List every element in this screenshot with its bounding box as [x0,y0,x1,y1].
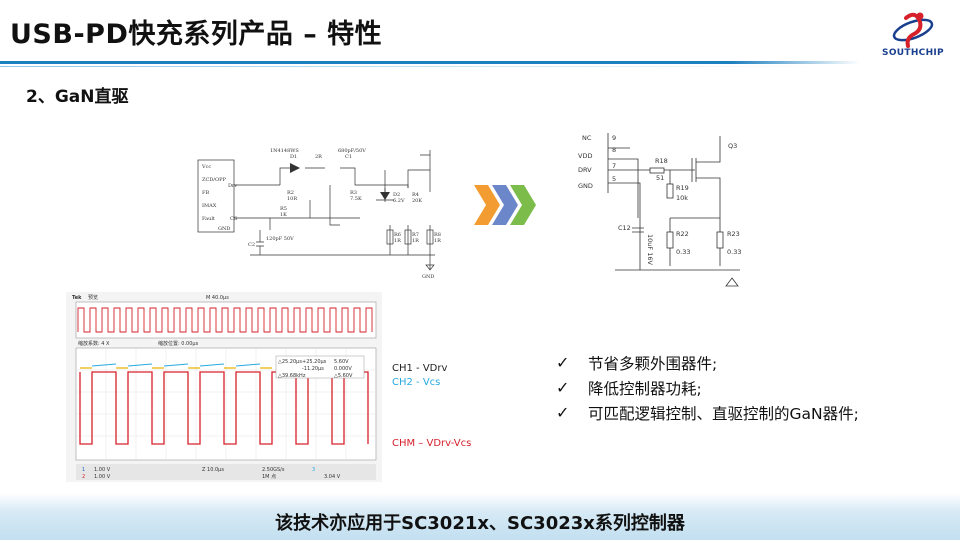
scope-sample-rate: 2.50GS/s [262,467,285,473]
label: 120pF 50V [266,236,294,242]
scope-cursor-top: M 40.0µs [206,295,229,301]
pin-name: DRV [578,166,592,174]
check-icon: ✓ [556,378,570,397]
scope-brand: Tek [72,295,82,301]
pin-imax: IMAX [202,203,217,209]
label: 1N4148WS [270,148,299,154]
pin-name: NC [582,134,592,142]
pin-num: 5 [612,175,616,183]
section-subtitle: 2、GaN直驱 [26,87,129,107]
scope-trig-ch: 3 [312,467,315,473]
ch1-label: CH1 - VDrv [392,363,448,374]
feature-list: ✓ 节省多颗外围器件; ✓ 降低控制器功耗; ✓ 可匹配逻辑控制、直驱控制的Ga… [556,350,859,425]
title-underline [0,61,860,64]
scope-readout: △25.20µs [278,359,302,365]
feature-text: 可匹配逻辑控制、直驱控制的GaN器件; [588,404,859,423]
oscilloscope-capture: Tek 预览 M 40.0µs 缩放系数: 4 X 缩放位置: 0.00µs △… [66,292,382,482]
footer-band [0,493,960,540]
logo-mark-icon [892,12,934,48]
label: C12 [618,224,631,232]
pin-vcc: Vcc [201,164,211,170]
label: R7 [412,232,419,238]
scope-record-length: 1M 点 [262,474,276,480]
pin-cs: CS [230,216,238,222]
pin-fault: Fault [202,216,215,222]
page-title: USB-PD快充系列产品 – 特性 [10,19,383,50]
label: R2 [287,190,294,196]
label: 1K [280,212,287,218]
controller-schematic: Vcc ZCD/OPP FB IMAX Fault Drv CS GND 1N4… [197,148,441,280]
feature-text: 节省多颗外围器件; [588,354,718,373]
label: 10uF 16V [646,234,654,265]
label: C2 [248,242,255,248]
pin-num: 7 [612,162,616,170]
label: D1 [290,154,297,160]
label: 10k [676,194,688,202]
scope-ch-scale: 1.00 V [94,474,111,480]
label: 20K [412,198,422,204]
feature-item: ✓ 节省多颗外围器件; [556,350,859,375]
label: R8 [434,232,441,238]
label: R5 [280,206,287,212]
scope-readout: -11.20µs [302,366,324,372]
scope-ch-scale: 1.00 V [94,467,111,473]
label: 2R [315,154,322,160]
scope-readout: △39.68kHz [278,373,306,379]
footer-note: 该技术亦应用于SC3021x、SC3023x系列控制器 [275,513,685,534]
scope-readout: 0.000V [334,366,352,372]
pin-num: 9 [612,134,616,142]
label: 0.33 [676,248,690,256]
pin-zcd: ZCD/OPP [202,177,226,183]
pin-num: 8 [612,146,616,154]
scope-readout: △5.60V [334,373,353,379]
transition-arrows-icon [474,185,536,225]
scope-timebase: Z 10.0µs [202,467,224,473]
label: 51 [656,174,664,182]
label: 680pF/50V [338,148,366,154]
label: R23 [727,230,740,238]
chm-label: CHM – VDrv-Vcs [392,438,472,449]
scope-zoom-factor: 缩放系数: 4 X [78,340,110,347]
label: R19 [676,184,689,192]
label: C1 [345,154,352,160]
label: 10R [287,196,297,202]
label: Q3 [728,142,737,150]
label: 6.2V [393,198,405,204]
check-icon: ✓ [556,353,570,372]
label: 1R [412,238,419,244]
scope-ch-num: 2 [82,474,85,480]
pin-name: GND [578,182,593,190]
label: R18 [655,157,668,165]
label: 1R [434,238,441,244]
ch2-label: CH2 - Vcs [392,377,441,388]
label: R4 [412,192,419,198]
scope-readout: +25.20µs [302,359,327,365]
label: 7.5K [350,196,362,202]
label: 0.33 [727,248,741,256]
label: GND [422,274,434,280]
label: R22 [676,230,689,238]
pin-gnd: GND [218,226,230,232]
feature-item: ✓ 可匹配逻辑控制、直驱控制的GaN器件; [556,400,859,425]
scope-trig-level: 3.04 V [324,474,341,480]
feature-item: ✓ 降低控制器功耗; [556,375,859,400]
label: R6 [394,232,401,238]
label: D2 [393,192,400,198]
title-underline-thin [0,66,830,67]
feature-text: 降低控制器功耗; [588,379,702,398]
label: 1R [394,238,401,244]
scope-readout: 5.60V [334,359,349,365]
scope-ch-num: 1 [82,467,85,473]
pin-fb: FB [202,190,209,196]
pin-name: VDD [578,152,592,160]
logo-text: SOUTHCHIP [882,48,944,58]
southchip-logo: SOUTHCHIP [868,8,958,64]
pin-drv: Drv [228,183,237,189]
check-icon: ✓ [556,403,570,422]
scope-zoom-position: 缩放位置: 0.00µs [158,340,199,347]
label: R3 [350,190,357,196]
scope-preview-label: 预览 [88,294,98,301]
gan-direct-drive-schematic: NC 9 VDD 8 DRV 7 GND 5 R18 51 R19 10k Q3… [578,133,741,287]
